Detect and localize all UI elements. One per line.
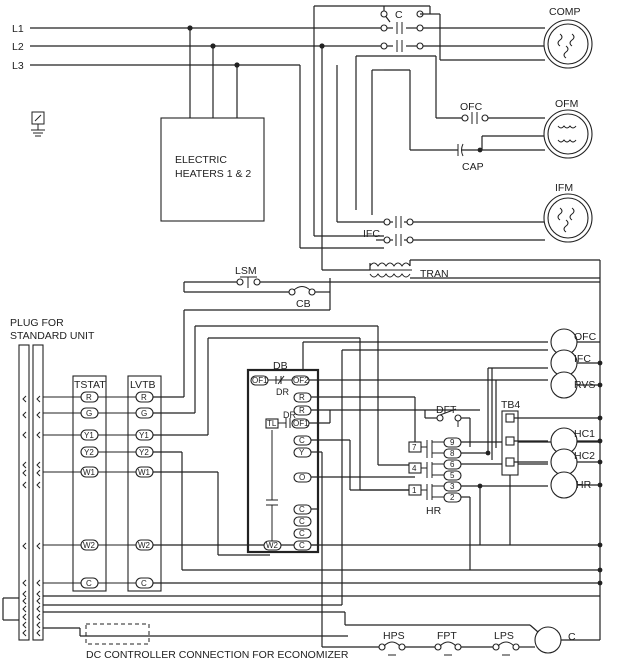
line-label-l3: L3 — [12, 60, 24, 72]
tstat-terminal-c: C — [86, 579, 92, 588]
load-ifc-label: IFC — [574, 353, 591, 365]
power-lines — [30, 5, 385, 271]
hr-terminal-5: 5 — [450, 471, 455, 480]
db-terminal-c-5: C — [299, 541, 305, 550]
ifc-top-label: IFC — [363, 228, 380, 240]
db-terminal-c-1: C — [299, 436, 305, 445]
compressor-motor: COMP — [543, 6, 593, 69]
tran-label: TRAN — [420, 268, 449, 280]
db-terminal-r-2: R — [299, 406, 305, 415]
hr-contact-7: 7 — [412, 443, 417, 452]
line-label-l1: L1 — [12, 23, 24, 35]
lvtb-terminal-y1: Y1 — [139, 431, 149, 440]
hr-terminal-2: 2 — [450, 493, 455, 502]
electric-heaters-box — [160, 117, 265, 222]
plug-connector — [2, 344, 44, 641]
lvtb-terminal-w1: W1 — [138, 468, 151, 477]
db-terminal-y: Y — [299, 448, 305, 457]
outdoor-fan-motor: OFM — [543, 98, 593, 159]
indoor-fan-motor: IFM — [543, 182, 593, 243]
hps-label: HPS — [383, 630, 405, 642]
hr-label: HR — [426, 505, 442, 517]
db-label: DB — [273, 360, 288, 372]
lvtb-terminals: R G Y1 Y2 W1 W2 C — [135, 391, 154, 589]
defrost-board: DB OF1 OF2 DR DR R R TL OF1 C Y O C C C — [246, 360, 320, 554]
dft-label: DFT — [436, 404, 457, 416]
lvtb-terminal-g: G — [141, 409, 147, 418]
control-wiring — [43, 260, 601, 641]
indoor-fan-contactor: IFC — [363, 216, 545, 246]
tstat-terminal-r: R — [86, 393, 92, 402]
comp-label: COMP — [549, 6, 581, 18]
ground-icon — [31, 111, 45, 137]
tstat-terminal-y1: Y1 — [84, 431, 94, 440]
hr-contact-4: 4 — [412, 464, 417, 473]
db-of2: OF2 — [293, 376, 309, 385]
db-terminal-c-2: C — [299, 505, 305, 514]
db-terminal-r-1: R — [299, 393, 305, 402]
load-hc2-label: HC2 — [574, 450, 595, 462]
comp-wiring — [384, 13, 545, 119]
db-terminal-w2: W2 — [266, 541, 279, 550]
heater-relay-block: 7 4 1 9 8 6 5 3 2 HR — [408, 367, 600, 570]
plug-label-line1: PLUG FOR — [10, 317, 64, 329]
db-terminal-o: O — [299, 473, 305, 482]
lvtb-terminal-y2: Y2 — [139, 448, 149, 457]
tstat-terminal-w2: W2 — [83, 541, 96, 550]
db-dr-label-2: DR — [283, 410, 296, 420]
tstat-terminal-g: G — [86, 409, 92, 418]
hr-terminal-9: 9 — [450, 438, 455, 447]
ifm-label: IFM — [555, 182, 573, 194]
safety-chain: HPS FPT LPS C — [322, 612, 576, 656]
hr-contact-1: 1 — [412, 486, 417, 495]
tstat-terminal-y2: Y2 — [84, 448, 94, 457]
load-coils: OFC IFC RVS HC1 HC2 HR — [550, 328, 603, 586]
db-output-wiring — [302, 341, 548, 647]
plug-label-line2: STANDARD UNIT — [10, 330, 95, 342]
hr-terminal-6: 6 — [450, 460, 455, 469]
heaters-label-line2: HEATERS 1 & 2 — [175, 168, 251, 180]
outdoor-fan-contactor: OFC — [460, 101, 545, 124]
lvtb-terminal-r: R — [141, 393, 147, 402]
tstat-terminal-w1: W1 — [83, 468, 96, 477]
lvtb-title: LVTB — [130, 379, 155, 391]
ofc-top-label: OFC — [460, 101, 483, 113]
bottom-contactor-label: C — [568, 631, 576, 643]
cb-label: CB — [296, 298, 311, 310]
db-of1-top: OF1 — [252, 376, 268, 385]
db-dr-label-1: DR — [276, 387, 289, 397]
db-of1: OF1 — [293, 419, 309, 428]
line-label-l2: L2 — [12, 41, 24, 53]
db-terminal-c-4: C — [299, 529, 305, 538]
fpt-label: FPT — [437, 630, 457, 642]
economizer-label: DC CONTROLLER CONNECTION FOR ECONOMIZER — [86, 649, 349, 661]
tb4-label: TB4 — [501, 399, 520, 411]
lvtb-terminal-w2: W2 — [138, 541, 151, 550]
capacitor: CAP — [384, 69, 545, 173]
tstat-block: TSTAT — [72, 375, 107, 592]
db-terminal-c-3: C — [299, 517, 305, 526]
heaters-label-line1: ELECTRIC — [175, 154, 227, 166]
defrost-thermostat: DFT — [424, 404, 471, 447]
lsm-label: LSM — [235, 265, 257, 277]
economizer-connector — [85, 623, 150, 645]
ofm-label: OFM — [555, 98, 578, 110]
lps-label: LPS — [494, 630, 514, 642]
lsm-switch: LSM — [183, 265, 600, 292]
cap-label: CAP — [462, 161, 484, 173]
tstat-title: TSTAT — [74, 379, 106, 391]
load-ofc-label: OFC — [574, 331, 597, 343]
lvtb-terminal-c: C — [141, 579, 147, 588]
circuit-breaker: CB — [184, 278, 331, 310]
db-tl: TL — [267, 419, 277, 428]
hr-terminal-3: 3 — [450, 482, 455, 491]
contactor-c-label: C — [395, 9, 403, 21]
tb4-block: TB4 — [491, 368, 600, 545]
hr-terminal-8: 8 — [450, 449, 455, 458]
transformer: TRAN — [369, 259, 600, 280]
load-hc1-label: HC1 — [574, 428, 595, 440]
compressor-contactor: C — [380, 5, 431, 52]
